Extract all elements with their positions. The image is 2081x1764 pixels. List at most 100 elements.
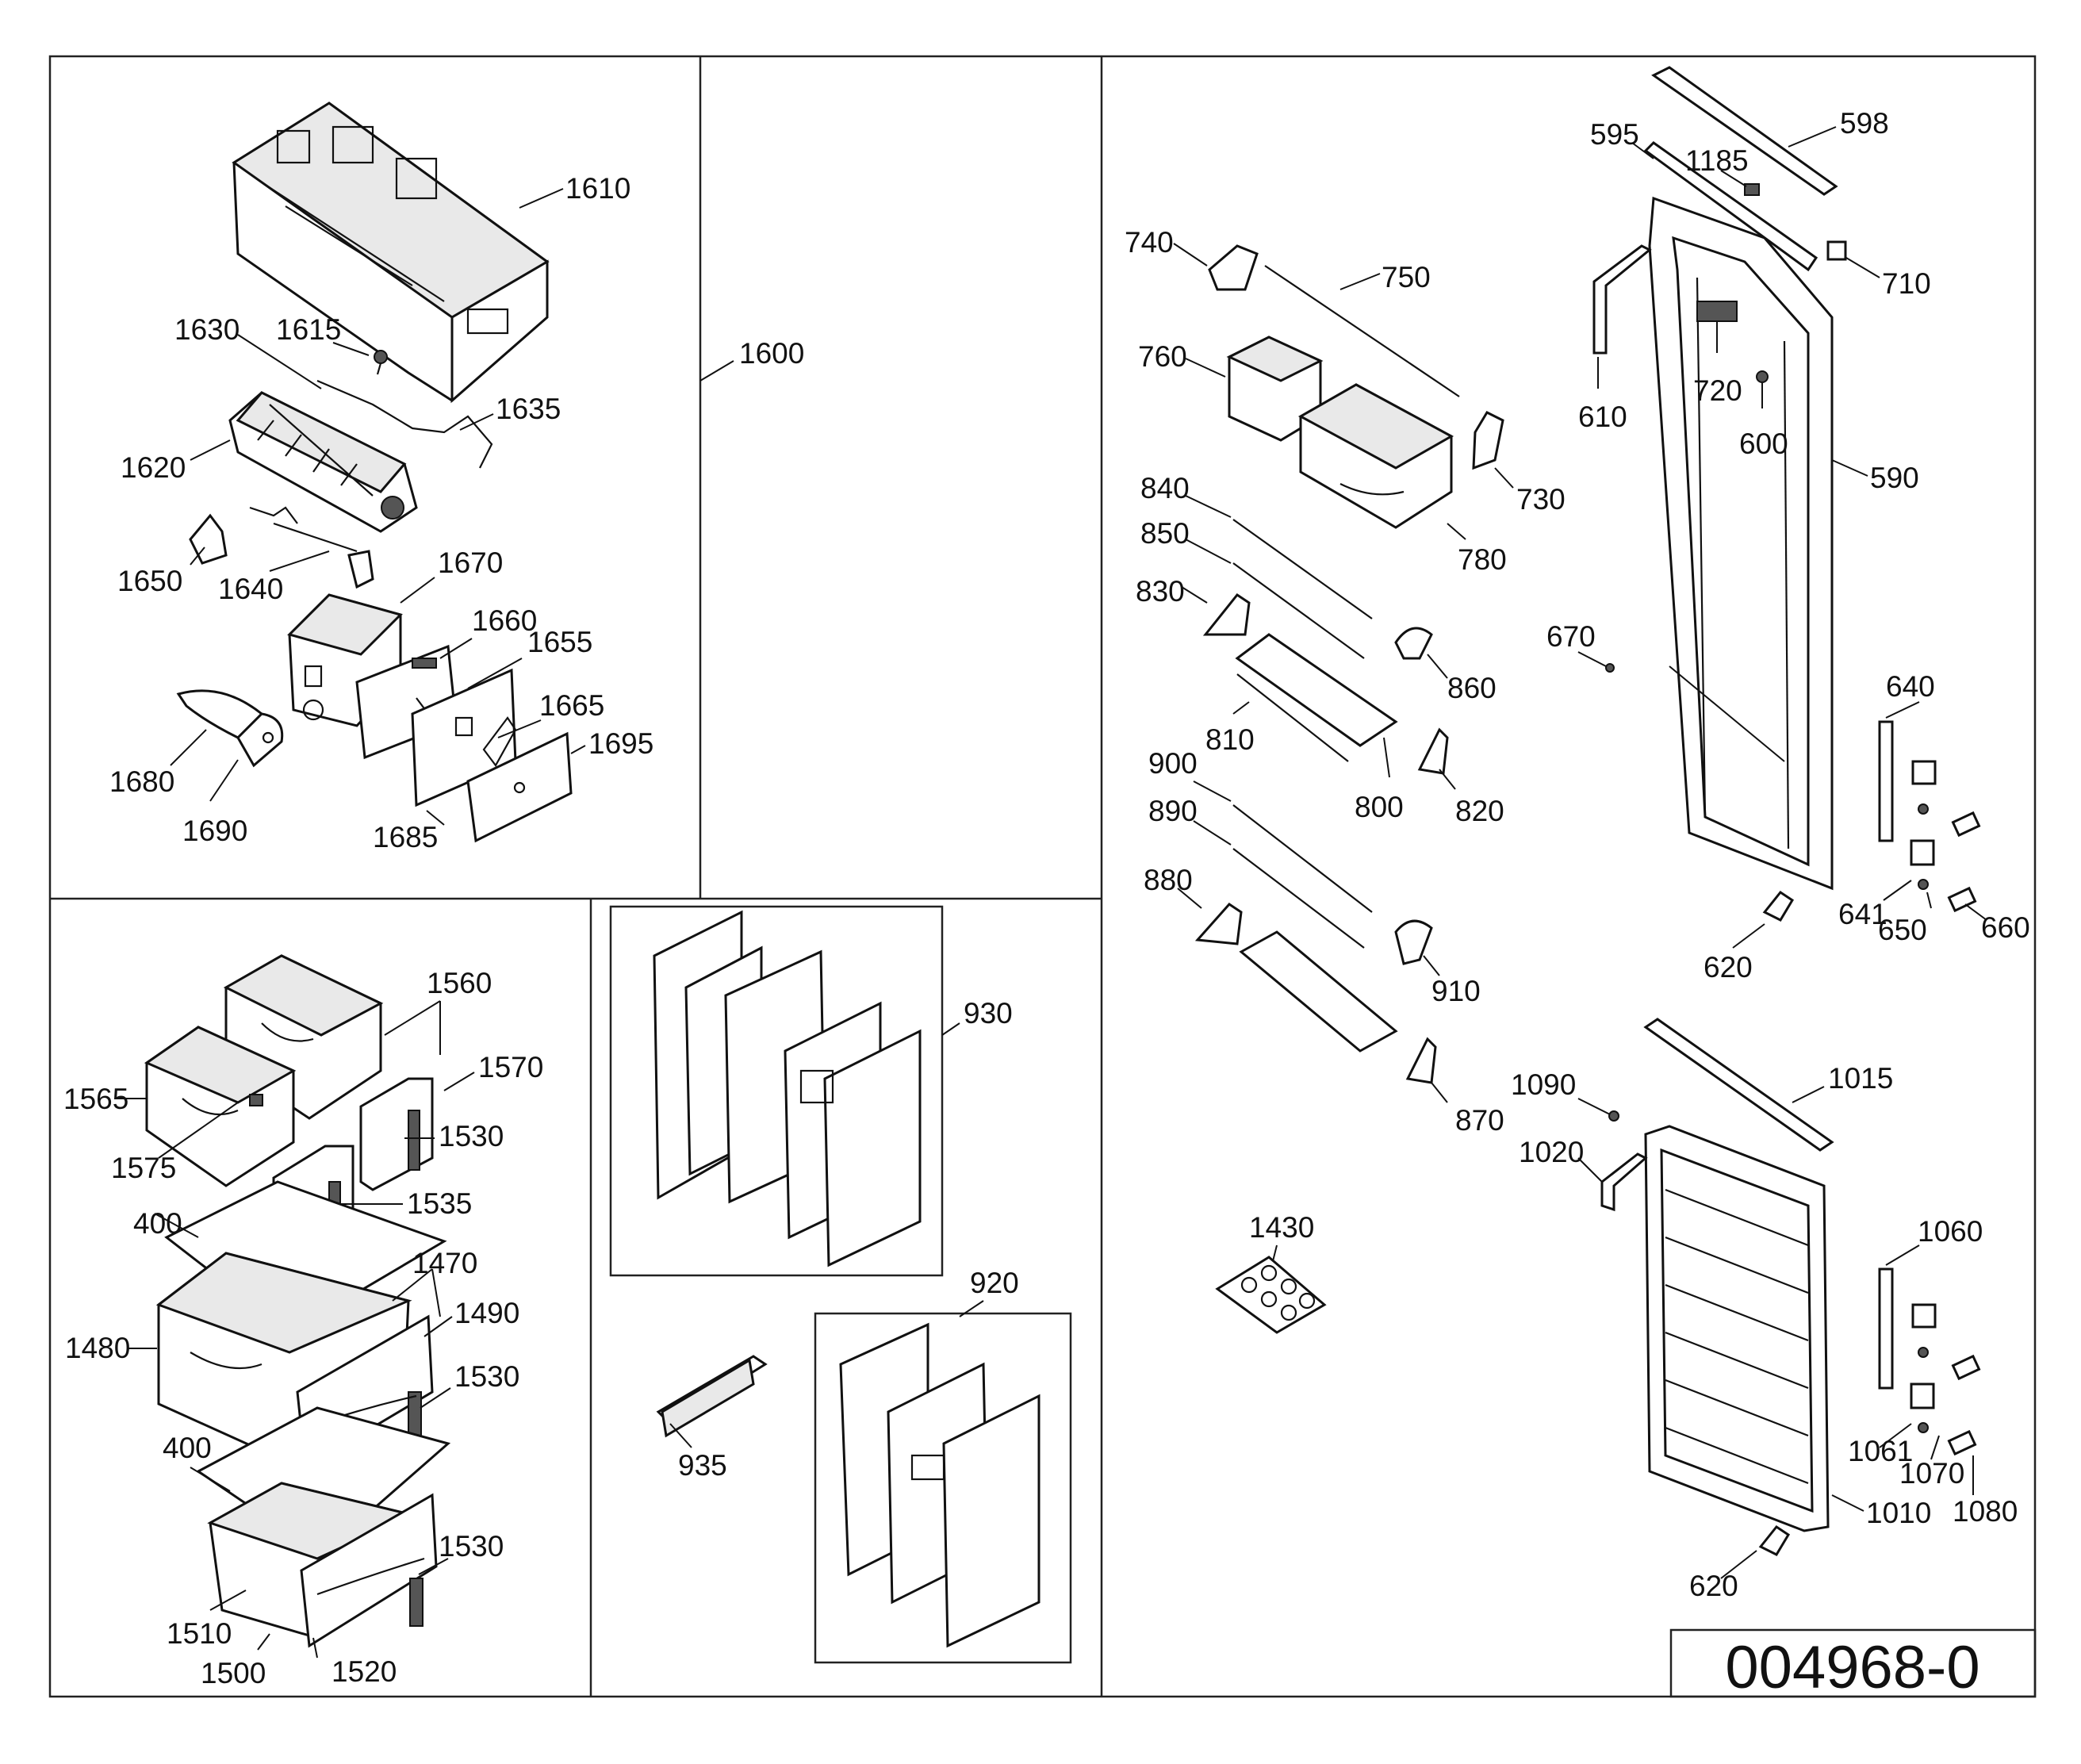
callout-1430: 1430	[1249, 1211, 1314, 1244]
hinge-strip-595	[1643, 141, 1818, 272]
rod-840	[1232, 519, 1373, 619]
callout-1610: 1610	[565, 172, 630, 205]
clip-860	[1394, 627, 1433, 660]
door-panel-kits	[609, 905, 1072, 1664]
drawer-assembly	[144, 954, 451, 1648]
callout-1185: 1185	[1685, 144, 1749, 177]
callout-1635: 1635	[496, 393, 561, 425]
callout-1535: 1535	[407, 1187, 472, 1220]
callout-830: 830	[1136, 575, 1185, 608]
lower-door-1010	[1644, 1125, 1830, 1532]
callout-620-a: 620	[1704, 951, 1753, 984]
callout-1650: 1650	[117, 565, 182, 597]
panel-kit-930	[653, 910, 922, 1267]
pin-670	[1605, 663, 1615, 673]
callout-1470: 1470	[412, 1247, 477, 1279]
panel-frames	[48, 55, 2037, 1698]
callout-1010: 1010	[1866, 1497, 1931, 1529]
panel-kit-920	[839, 1322, 1040, 1648]
kit-920-box	[814, 1312, 1072, 1664]
callout-730: 730	[1516, 483, 1566, 516]
clip-740	[1208, 244, 1259, 291]
front-plate-1695	[466, 731, 573, 843]
callout-1665: 1665	[539, 689, 604, 722]
callout-1530-a: 1530	[439, 1120, 504, 1152]
screw-600	[1756, 370, 1769, 383]
ejector-arm-1640	[249, 506, 374, 589]
rod-750	[1264, 265, 1460, 397]
ice-maker-housing-1610	[232, 102, 550, 404]
hinge-640	[1878, 720, 1981, 913]
ice-tray-1620	[228, 391, 418, 533]
callout-1565: 1565	[63, 1083, 128, 1115]
callout-780: 780	[1458, 543, 1507, 576]
callout-760: 760	[1138, 340, 1187, 373]
callout-1560: 1560	[427, 967, 492, 999]
callout-900: 900	[1148, 747, 1198, 780]
callout-1490: 1490	[454, 1297, 519, 1329]
callout-870: 870	[1455, 1104, 1504, 1137]
screw-1615	[374, 350, 388, 375]
top-trim-1015	[1643, 1018, 1834, 1152]
callout-400-b: 400	[163, 1432, 212, 1464]
callout-1060: 1060	[1918, 1215, 1983, 1248]
wire-1635	[316, 379, 493, 469]
clip-730	[1472, 411, 1504, 470]
callout-820: 820	[1455, 795, 1504, 827]
callout-850: 850	[1140, 517, 1190, 550]
ice-maker-assembly	[176, 102, 573, 843]
callout-1690: 1690	[182, 815, 247, 847]
strip-810	[1236, 673, 1349, 762]
callout-1655: 1655	[527, 626, 592, 658]
callout-590: 590	[1870, 462, 1919, 494]
bracket-880	[1194, 903, 1243, 945]
callout-1695: 1695	[588, 727, 653, 760]
screw-1090	[1608, 1110, 1619, 1122]
callout-670: 670	[1546, 620, 1596, 653]
callout-400-a: 400	[133, 1207, 182, 1240]
document-number: 004968-0	[1725, 1634, 1979, 1701]
kit-930-box	[609, 905, 944, 1277]
door-stop-620b	[1758, 1524, 1791, 1556]
callout-880: 880	[1144, 864, 1193, 896]
callout-1480: 1480	[65, 1332, 130, 1364]
handle-1020	[1600, 1152, 1648, 1212]
callout-1640: 1640	[218, 573, 283, 605]
callout-930: 930	[964, 997, 1013, 1030]
callout-1575: 1575	[111, 1152, 176, 1184]
callout-810: 810	[1205, 723, 1255, 756]
rod-900	[1232, 804, 1373, 913]
latch-720	[1696, 301, 1738, 322]
callout-660: 660	[1981, 911, 2030, 944]
callout-1500: 1500	[201, 1657, 266, 1689]
door-bin-780	[1297, 383, 1454, 529]
callout-1615: 1615	[276, 313, 341, 346]
egg-tray-1430	[1215, 1256, 1327, 1334]
callout-720: 720	[1693, 374, 1742, 407]
rod-850	[1232, 562, 1365, 659]
drawer-front-1570	[359, 1077, 434, 1191]
callout-910: 910	[1431, 975, 1481, 1007]
hinge-1060	[1878, 1267, 1981, 1456]
paddle-hub-1690	[236, 712, 284, 768]
callout-641: 641	[1838, 898, 1887, 930]
callout-1090: 1090	[1511, 1068, 1576, 1101]
shelf-unlabeled	[1239, 930, 1398, 1053]
callout-598: 598	[1840, 107, 1889, 140]
callout-1530-b: 1530	[454, 1360, 519, 1393]
callout-1530-c: 1530	[439, 1530, 504, 1563]
callout-1015: 1015	[1828, 1062, 1893, 1095]
door-shelves-assembly	[1194, 66, 1981, 1556]
bracket-830	[1202, 592, 1251, 636]
rod-890	[1232, 848, 1365, 949]
callout-1510: 1510	[167, 1617, 232, 1650]
callout-1080: 1080	[1953, 1495, 2018, 1528]
callout-1670: 1670	[438, 546, 503, 579]
bin-1565	[144, 1026, 297, 1187]
callout-840: 840	[1140, 472, 1190, 504]
trim-935	[656, 1355, 768, 1438]
callout-750: 750	[1382, 261, 1431, 293]
callout-860: 860	[1447, 672, 1497, 704]
callout-1061: 1061	[1848, 1435, 1913, 1467]
